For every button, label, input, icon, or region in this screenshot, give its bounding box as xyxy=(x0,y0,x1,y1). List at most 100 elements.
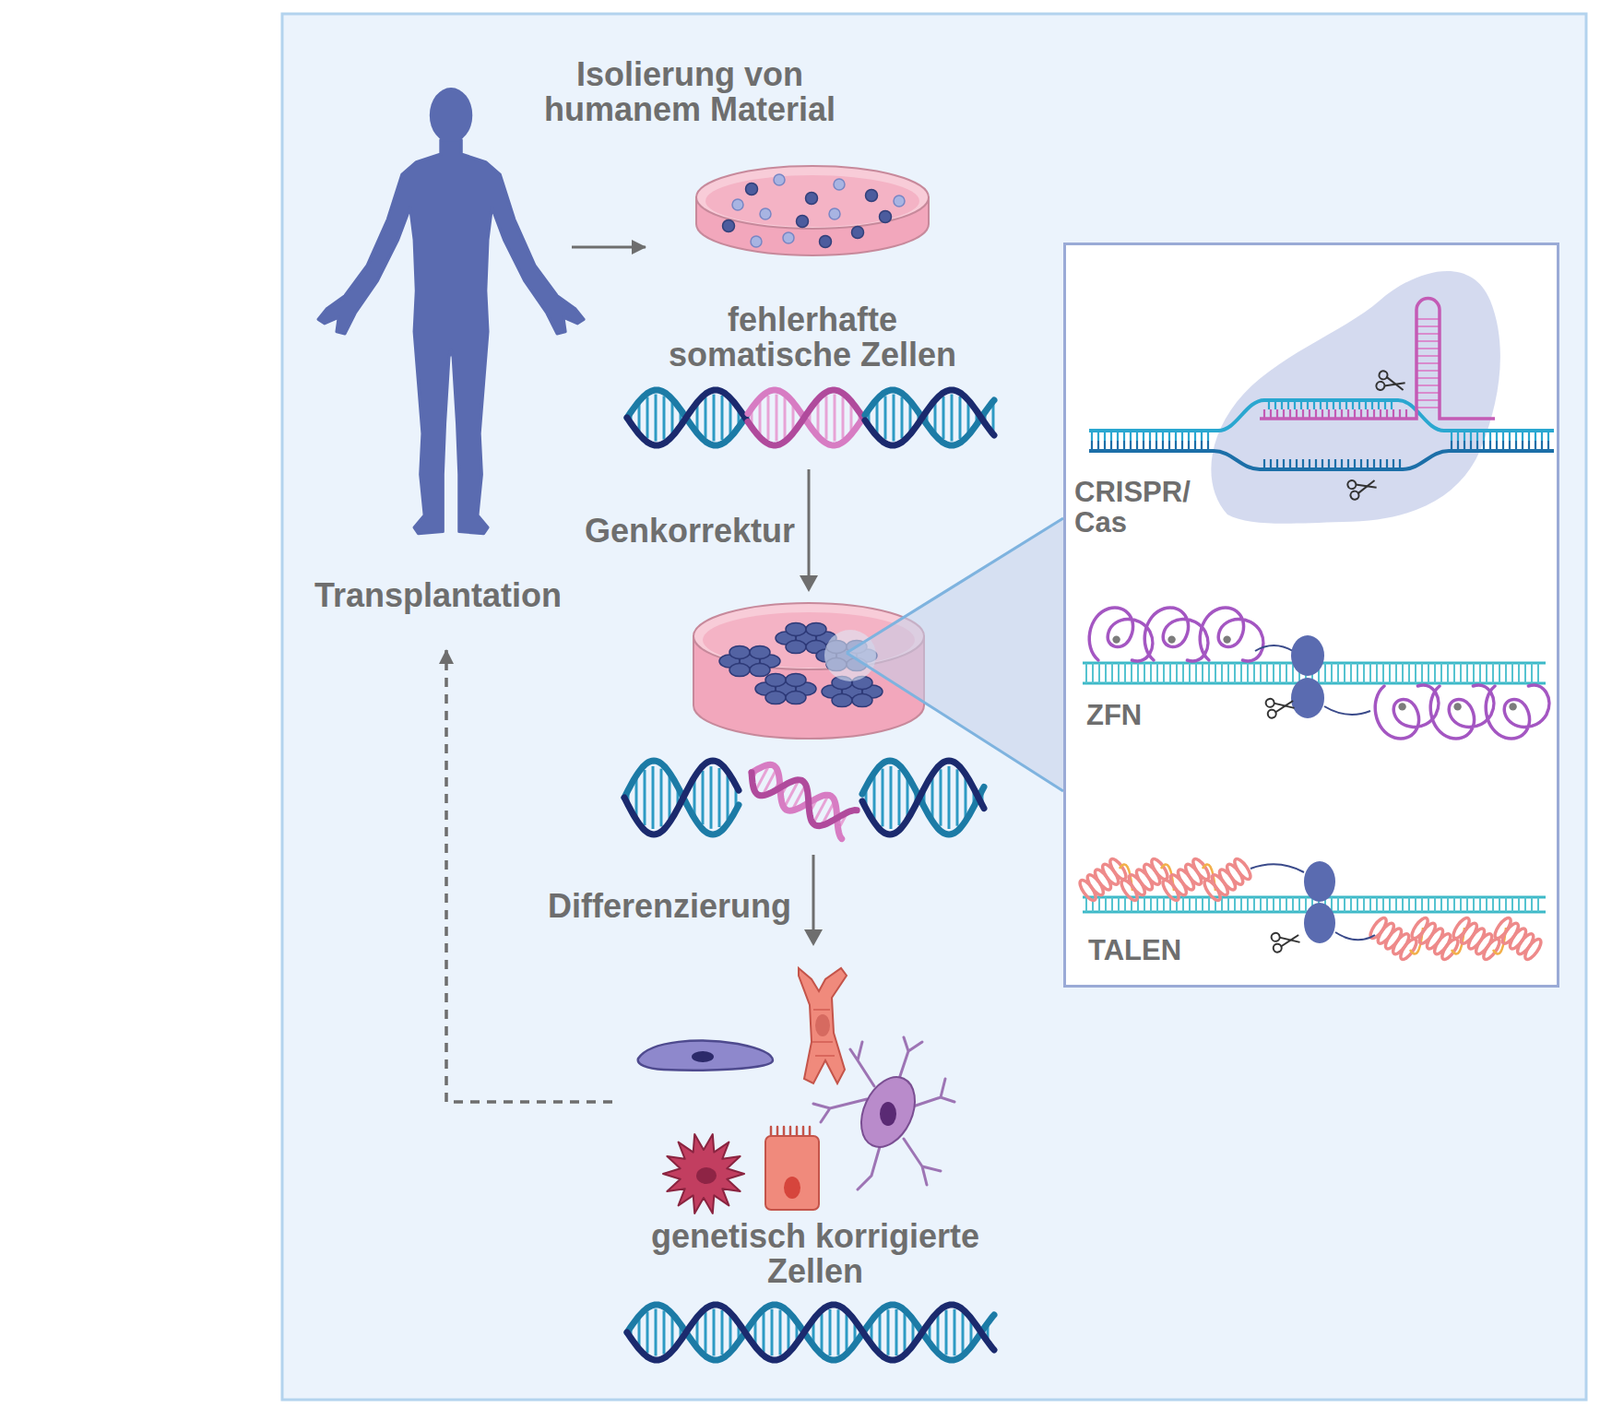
zfn-art xyxy=(1430,685,1494,739)
human-figure xyxy=(318,140,584,534)
cell-dots xyxy=(759,208,771,220)
crispr-cas-art xyxy=(1346,474,1378,501)
dna-helix xyxy=(624,758,984,840)
cell-colony xyxy=(719,622,883,707)
zfn-art xyxy=(1124,663,1126,684)
talen-art xyxy=(1201,856,1254,903)
talen-art xyxy=(1446,897,1449,913)
talen-art xyxy=(1149,856,1171,882)
cell-colony xyxy=(831,694,853,708)
zfn-art xyxy=(1337,663,1340,684)
zfn-art xyxy=(1267,709,1277,719)
zfn-art xyxy=(1530,663,1533,684)
talen-art xyxy=(1522,936,1544,962)
crispr-cas-art xyxy=(1089,450,1554,470)
zfn-art xyxy=(1208,663,1210,684)
talen-art xyxy=(1414,897,1417,913)
crispr-cas-art xyxy=(1210,271,1501,524)
dna-helix xyxy=(953,1309,957,1356)
dna-helix xyxy=(948,766,951,830)
cell-colony xyxy=(785,622,806,636)
cell-dots xyxy=(773,174,785,186)
dna-helix xyxy=(862,760,984,835)
dna-helix xyxy=(775,394,779,442)
talen-art xyxy=(1143,897,1146,913)
zfn-art xyxy=(1459,663,1462,684)
dna-helix xyxy=(654,1309,658,1357)
zfn-art xyxy=(1188,663,1191,684)
talen-art xyxy=(1303,902,1336,944)
dna-helix xyxy=(721,1310,724,1355)
zfn-art xyxy=(1421,663,1423,684)
zfn-art xyxy=(1446,663,1449,684)
dna-helix xyxy=(624,760,739,835)
dna-helix xyxy=(829,1309,832,1356)
talen-art xyxy=(1279,935,1300,948)
talen-art xyxy=(1395,897,1398,913)
crispr-cas-art xyxy=(1355,479,1377,493)
differentiated-cells xyxy=(798,968,847,1084)
differentiated-cells xyxy=(638,1041,773,1071)
arrow xyxy=(804,854,823,947)
dna-helix xyxy=(663,395,666,439)
talen-art xyxy=(1398,936,1420,962)
petri-dish xyxy=(705,175,920,227)
dna-helix xyxy=(865,390,995,446)
cell-dots xyxy=(782,232,795,244)
talen-art xyxy=(1182,897,1185,913)
zfn-art xyxy=(1233,663,1236,684)
zfn-art xyxy=(1089,607,1153,662)
cell-dots xyxy=(893,195,905,207)
dna-helix xyxy=(779,1310,783,1356)
petri-dish xyxy=(696,165,929,229)
crispr-cas-art xyxy=(1416,340,1440,343)
zoom-callout xyxy=(846,518,1064,792)
petri-dish xyxy=(696,165,929,256)
dna-helix xyxy=(992,403,996,432)
dna-helix xyxy=(770,1309,774,1356)
dna-helix xyxy=(881,769,885,828)
dna-helix xyxy=(660,769,664,828)
zfn-art xyxy=(1199,607,1264,662)
zfn-art xyxy=(1149,663,1152,684)
zfn-art xyxy=(1430,685,1494,739)
zfn-art xyxy=(1199,607,1264,662)
cell-colony xyxy=(785,673,806,687)
zfn-art xyxy=(1395,663,1398,684)
cell-dots xyxy=(796,215,809,228)
dna-helix xyxy=(627,390,995,446)
zfn-art xyxy=(1498,663,1501,684)
talen-art xyxy=(1511,897,1514,913)
talen-art xyxy=(1481,936,1503,962)
zfn-art xyxy=(1343,663,1346,684)
zfn-art xyxy=(1382,663,1385,684)
cell-colony xyxy=(852,694,873,708)
talen-art xyxy=(1303,861,1336,902)
zfn-art xyxy=(1169,663,1172,684)
dna-helix xyxy=(721,395,724,440)
zfn-art xyxy=(1082,607,1550,739)
differentiated-cells xyxy=(638,968,955,1214)
dendritic-cell xyxy=(663,1134,745,1214)
cell-colony xyxy=(785,691,806,705)
crispr-cas-art xyxy=(1384,377,1406,391)
zfn-art xyxy=(1472,663,1475,684)
zfn-art xyxy=(1511,663,1514,684)
talen-art xyxy=(1233,897,1236,913)
talen-art xyxy=(1195,897,1198,913)
dna-helix xyxy=(767,395,771,440)
node-label: CRISPR/ Cas xyxy=(1074,477,1191,538)
cell-colony xyxy=(729,645,750,659)
zfn-art xyxy=(1414,663,1417,684)
dna-helix xyxy=(627,390,747,446)
crispr-cas-art xyxy=(1416,347,1440,350)
zfn-art xyxy=(1273,700,1294,713)
talen-art xyxy=(1270,929,1302,954)
dna-helix xyxy=(909,403,913,432)
crispr-cas-art xyxy=(1377,369,1388,380)
dna-helix xyxy=(643,770,647,826)
crispr-cas-art xyxy=(1416,391,1440,394)
zfn-art xyxy=(1369,663,1372,684)
dna-helix xyxy=(900,397,904,439)
